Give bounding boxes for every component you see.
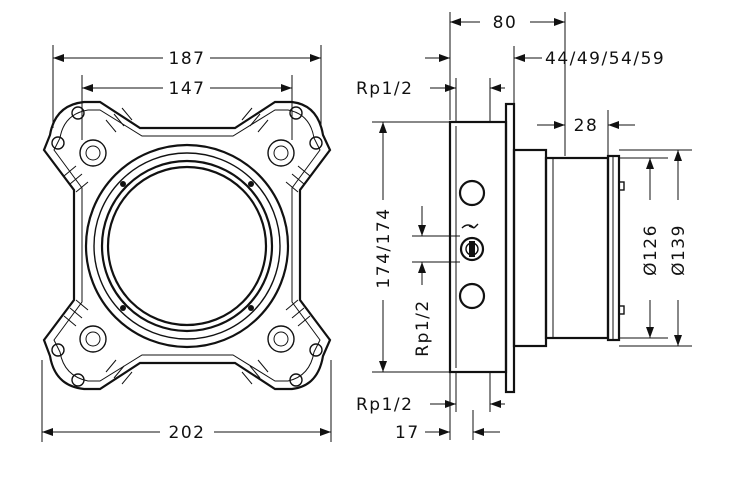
corner-boss-top-left bbox=[51, 106, 133, 193]
side-dimensions: 80 44/49/54/59 Rp1/2 28 174/174 bbox=[356, 12, 692, 443]
collar bbox=[512, 148, 548, 348]
mounting-plate-outline bbox=[42, 100, 332, 391]
ring-screw bbox=[120, 305, 126, 311]
dim-d126: Ø126 bbox=[641, 224, 661, 276]
dim-80: 80 bbox=[493, 13, 518, 33]
dim-202: 202 bbox=[169, 423, 206, 443]
dim-d139: Ø139 bbox=[669, 224, 689, 276]
dim-28: 28 bbox=[574, 116, 599, 136]
port-bottom bbox=[458, 282, 486, 310]
outer-ring bbox=[84, 143, 290, 349]
front-flange bbox=[504, 102, 516, 394]
thread-top: Rp1/2 bbox=[356, 79, 413, 99]
dim-174: 174/174 bbox=[374, 207, 394, 288]
port-middle bbox=[459, 236, 485, 262]
front-view bbox=[42, 100, 332, 391]
opening bbox=[106, 165, 268, 327]
dim-44-59: 44/49/54/59 bbox=[545, 49, 665, 69]
front-dimensions: 187 147 202 bbox=[41, 45, 332, 443]
side-view bbox=[448, 102, 625, 394]
dim-147: 147 bbox=[169, 79, 206, 99]
corner-boss-bottom-left bbox=[51, 299, 133, 387]
corner-boss-top-right bbox=[241, 106, 323, 193]
ring-screw bbox=[120, 181, 126, 187]
ring-screw bbox=[248, 305, 254, 311]
corner-boss-bottom-right bbox=[241, 299, 323, 387]
direction-icon bbox=[461, 223, 479, 229]
ring-flange bbox=[93, 152, 281, 340]
dim-17: 17 bbox=[395, 423, 420, 443]
dim-187: 187 bbox=[169, 49, 206, 69]
ring-body bbox=[544, 156, 610, 340]
valve-spindle bbox=[469, 241, 475, 257]
thread-bottom: Rp1/2 bbox=[356, 395, 413, 415]
inner-ring bbox=[100, 159, 274, 333]
thread-middle: Rp1/2 bbox=[413, 299, 433, 356]
ring-screw bbox=[248, 181, 254, 187]
port-top bbox=[458, 179, 486, 207]
